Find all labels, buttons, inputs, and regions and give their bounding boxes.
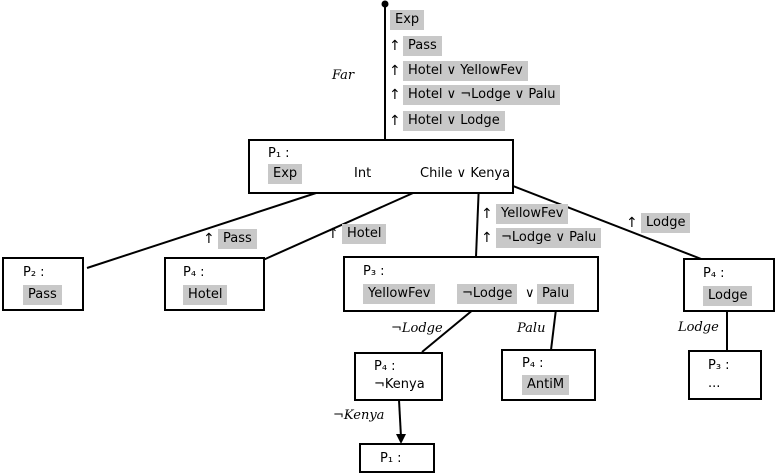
node-title: P₁ : — [380, 451, 402, 466]
up-arrow-icon: ↑ — [389, 38, 401, 54]
edge-label-not-kenya: ¬Kenya — [333, 408, 385, 423]
node-value-or: ∨ — [525, 286, 535, 301]
node-title: P₂ : — [23, 265, 45, 280]
node-p4-antim: P₄ : AntiM — [501, 349, 596, 401]
node-value-lodge: Lodge — [703, 286, 753, 306]
up-arrow-icon: ↑ — [626, 215, 638, 231]
edge-label-far: Far — [332, 68, 355, 83]
stack-item-pass: Pass — [403, 36, 442, 56]
up-arrow-icon: ↑ — [481, 206, 493, 222]
node-value-notlodge: ¬Lodge — [457, 284, 518, 304]
arrowhead — [396, 434, 406, 444]
edge-label-palu: Palu — [517, 321, 546, 336]
node-p4-lodge: P₄ : Lodge — [683, 258, 775, 312]
edge-to-p4-antim — [550, 308, 557, 351]
node-root-p1: P₁ : Exp Int Chile ∨ Kenya — [248, 139, 514, 194]
node-p4-hotel: P₄ : Hotel — [164, 257, 265, 311]
up-arrow-icon: ↑ — [481, 230, 493, 246]
node-value-pass: Pass — [23, 285, 62, 305]
node-p3: P₃ : YellowFev ¬Lodge ∨ Palu — [343, 256, 599, 312]
root-dot — [381, 0, 389, 8]
edge-to-p4-hotel — [262, 180, 441, 261]
node-value-yellowfev: YellowFev — [363, 284, 436, 304]
up-arrow-icon: ↑ — [389, 113, 401, 129]
node-title: P₃ : — [363, 264, 385, 279]
node-title: P₄ : — [374, 359, 396, 374]
node-value-hotel: Hotel — [183, 285, 228, 305]
stack-item-exp: Exp — [390, 10, 425, 30]
node-title: P₄ : — [183, 265, 205, 280]
edge-to-p3 — [475, 182, 480, 258]
up-arrow-icon: ↑ — [389, 63, 401, 79]
node-title: P₄ : — [703, 266, 725, 281]
node-p3-leaf: P₃ : ... — [688, 350, 762, 400]
edge-to-p1-leaf — [398, 399, 402, 438]
node-title: P₄ : — [522, 356, 544, 371]
edge-label-not-lodge: ¬Lodge — [391, 321, 443, 336]
edge-tag-hotel: Hotel — [342, 224, 387, 244]
edge-to-p4-lodge — [499, 180, 710, 263]
edge-to-p4-kenya — [421, 308, 475, 353]
edge-tag-notlodge-palu: ¬Lodge ∨ Palu — [496, 228, 602, 248]
edge-label-lodge: Lodge — [678, 320, 719, 335]
node-value-antim: AntiM — [522, 375, 570, 395]
node-value-palu: Palu — [537, 284, 575, 304]
node-p1-leaf: P₁ : — [359, 443, 435, 473]
node-value-ellipsis: ... — [708, 376, 721, 391]
node-title: P₃ : — [708, 358, 730, 373]
node-value-not-kenya: ¬Kenya — [374, 377, 425, 392]
stack-item-hotel-yellowfev: Hotel ∨ YellowFev — [403, 61, 528, 81]
edge-tag-lodge: Lodge — [641, 213, 691, 233]
node-value-chile-kenya: Chile ∨ Kenya — [420, 166, 511, 181]
edge-tag-pass: Pass — [218, 229, 257, 249]
node-title: P₁ : — [268, 146, 290, 161]
node-value-int: Int — [354, 166, 372, 181]
edge-tag-yellowfev: YellowFev — [496, 204, 569, 224]
up-arrow-icon: ↑ — [203, 231, 215, 247]
node-value-exp: Exp — [268, 164, 303, 184]
up-arrow-icon: ↑ — [327, 226, 339, 242]
node-p2: P₂ : Pass — [2, 257, 84, 311]
stack-item-hotel-notlodge-palu: Hotel ∨ ¬Lodge ∨ Palu — [403, 85, 561, 105]
node-p4-kenya: P₄ : ¬Kenya — [354, 352, 443, 401]
up-arrow-icon: ↑ — [389, 87, 401, 103]
stack-item-hotel-lodge: Hotel ∨ Lodge — [403, 111, 505, 131]
